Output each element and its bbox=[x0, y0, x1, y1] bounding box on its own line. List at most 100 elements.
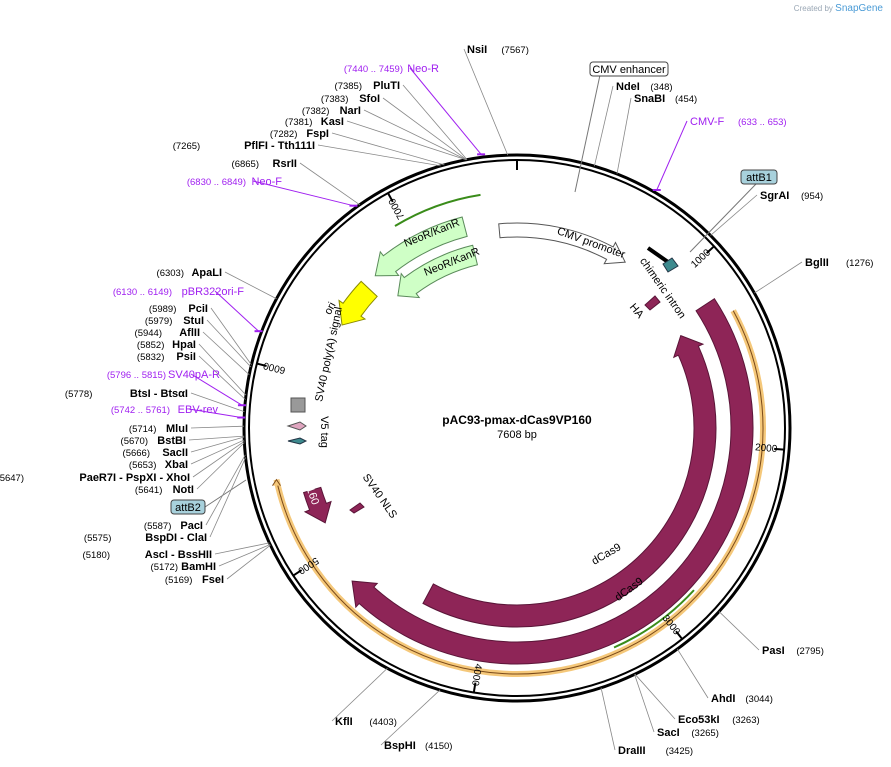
site-name-aflii: AflII bbox=[179, 327, 200, 339]
site-name-hpai: HpaI bbox=[172, 339, 196, 351]
site-name-rsrii: RsrII bbox=[273, 158, 297, 170]
teal-tag-shape bbox=[287, 437, 308, 445]
site-pos-xbai: (5653) bbox=[129, 460, 156, 471]
primer-name-neo-f: Neo-F bbox=[251, 176, 282, 188]
site-name-saci: SacI bbox=[657, 727, 680, 739]
tick-mark-1000 bbox=[705, 245, 715, 254]
site-pos-eco53ki: (3263) bbox=[732, 715, 759, 726]
sv40-polya-label: SV40 poly(A) signal bbox=[313, 306, 345, 403]
site-leader-nari bbox=[363, 109, 467, 161]
site-leader-bsphi bbox=[380, 689, 441, 746]
intron-tag bbox=[662, 257, 679, 273]
site-name-pcii: PciI bbox=[188, 303, 208, 315]
site-leader-saci bbox=[634, 674, 655, 733]
site-leader-noti bbox=[196, 442, 245, 490]
boxed-label-attb1: attB1 bbox=[746, 172, 772, 184]
site-name-pflfi: PflFI - Tth111I bbox=[244, 140, 315, 152]
boxed-leader-2 bbox=[204, 479, 247, 508]
primer-leader-ebv-rev bbox=[188, 408, 242, 419]
primer-name-cmv-f: CMV-F bbox=[690, 116, 725, 128]
site-name-sfoi: SfoI bbox=[359, 93, 380, 105]
site-pos-rsrii: (6865) bbox=[232, 159, 259, 170]
boxed-label-cmv-enhancer: CMV enhancer bbox=[592, 64, 666, 76]
site-leader-pasi bbox=[718, 611, 760, 651]
site-pos-kfli: (4403) bbox=[369, 717, 396, 728]
site-name-bspdi: BspDI - ClaI bbox=[145, 532, 207, 544]
site-pos-sfoi: (7383) bbox=[321, 94, 348, 105]
primer-leader-cmv-f bbox=[656, 120, 688, 191]
neokan-outer-arrow bbox=[374, 216, 468, 277]
snapgene-credit: Created by SnapGene bbox=[794, 3, 883, 14]
site-name-ahdi: AhdI bbox=[711, 693, 735, 705]
primer-range-cmv-f: (633 .. 653) bbox=[738, 117, 787, 128]
site-pos-kasi: (7381) bbox=[285, 117, 312, 128]
site-pos-snabi: (454) bbox=[675, 94, 697, 105]
site-name-bglii: BglII bbox=[805, 257, 829, 269]
site-pos-ahdi: (3044) bbox=[745, 694, 772, 705]
site-pos-btsi: (5778) bbox=[65, 389, 92, 400]
site-leader-aflii bbox=[202, 331, 250, 375]
site-pos-asci: (5180) bbox=[83, 550, 110, 561]
site-pos-nsii: (7567) bbox=[501, 45, 528, 56]
tick-label-2000: 2000 bbox=[755, 442, 778, 455]
site-leader-fsei bbox=[226, 544, 271, 580]
primer-name-ebv-rev: EBV-rev bbox=[178, 404, 219, 416]
site-name-psii: PsiI bbox=[176, 351, 196, 363]
site-pos-pflfi: (7265) bbox=[173, 141, 200, 152]
site-leader-pluti bbox=[402, 84, 468, 160]
site-leader-bspdi bbox=[209, 457, 246, 538]
site-pos-apali: (6303) bbox=[157, 268, 184, 279]
site-leader-kasi bbox=[346, 120, 467, 161]
dcas9-outer-arrow bbox=[351, 298, 754, 665]
site-pos-pcii: (5989) bbox=[149, 304, 176, 315]
site-pos-ndei: (348) bbox=[650, 82, 672, 93]
site-name-pluti: PluTI bbox=[373, 80, 400, 92]
site-leader-apali bbox=[224, 271, 277, 300]
site-pos-paci: (5587) bbox=[144, 521, 171, 532]
primer-range-ebv-rev: (5742 .. 5761) bbox=[111, 405, 170, 416]
site-name-bsphi: BspHI bbox=[384, 740, 416, 752]
tick-label-4000: 4000 bbox=[469, 663, 484, 687]
site-name-ndei: NdeI bbox=[616, 81, 640, 93]
site-leader-stui bbox=[206, 319, 252, 368]
primer-leader-pbr322ori-f bbox=[214, 290, 259, 332]
site-name-paci: PacI bbox=[180, 520, 203, 532]
boxed-label-bg-2 bbox=[170, 499, 206, 515]
site-leader-hpai bbox=[198, 343, 247, 396]
site-pos-pasi: (2795) bbox=[796, 646, 823, 657]
primer-name-sv40pa-r: SV40pA-R bbox=[168, 369, 220, 381]
site-pos-paer7i: (5647) bbox=[0, 473, 24, 484]
site-leader-sacii bbox=[190, 436, 245, 453]
site-name-bamhi: BamHI bbox=[181, 561, 216, 573]
site-leader-pflfi bbox=[317, 144, 441, 167]
site-leader-paci bbox=[205, 454, 246, 526]
orf-arrowhead bbox=[272, 478, 281, 486]
primer-leader-neo-r bbox=[409, 67, 482, 155]
site-pos-bglii: (1276) bbox=[846, 258, 873, 269]
site-pos-noti: (5641) bbox=[135, 485, 162, 496]
site-leader-draiii bbox=[600, 687, 616, 751]
plasmid-name: pAC93-pmax-dCas9VP160 bbox=[442, 413, 592, 427]
site-leader-paer7i bbox=[192, 440, 245, 478]
site-name-pasi: PasI bbox=[762, 645, 785, 657]
site-leader-ahdi bbox=[676, 648, 709, 699]
site-layer: NsiI(7567)NdeI(348)SnaBI(454)SgrAI(954)B… bbox=[0, 44, 873, 757]
site-name-asci: AscI - BssHII bbox=[145, 549, 212, 561]
site-pos-aflii: (5944) bbox=[135, 328, 162, 339]
site-pos-stui: (5979) bbox=[145, 316, 172, 327]
site-name-sacii: SacII bbox=[162, 447, 188, 459]
v5-tag-shape bbox=[286, 421, 307, 431]
tick-label-7000: 7000 bbox=[387, 196, 408, 221]
primer-leader-neo-f bbox=[252, 180, 354, 207]
dcas9-inner-arrow bbox=[422, 334, 717, 628]
neo-orf-line bbox=[394, 193, 481, 227]
site-pos-draiii: (3425) bbox=[666, 746, 693, 757]
site-name-nari: NarI bbox=[340, 105, 361, 117]
site-name-fsei: FseI bbox=[202, 574, 224, 586]
site-name-apali: ApaLI bbox=[191, 267, 222, 279]
tick-mark-2000 bbox=[774, 447, 785, 451]
site-pos-sacii: (5666) bbox=[123, 448, 150, 459]
vp160-arrow bbox=[302, 486, 332, 524]
